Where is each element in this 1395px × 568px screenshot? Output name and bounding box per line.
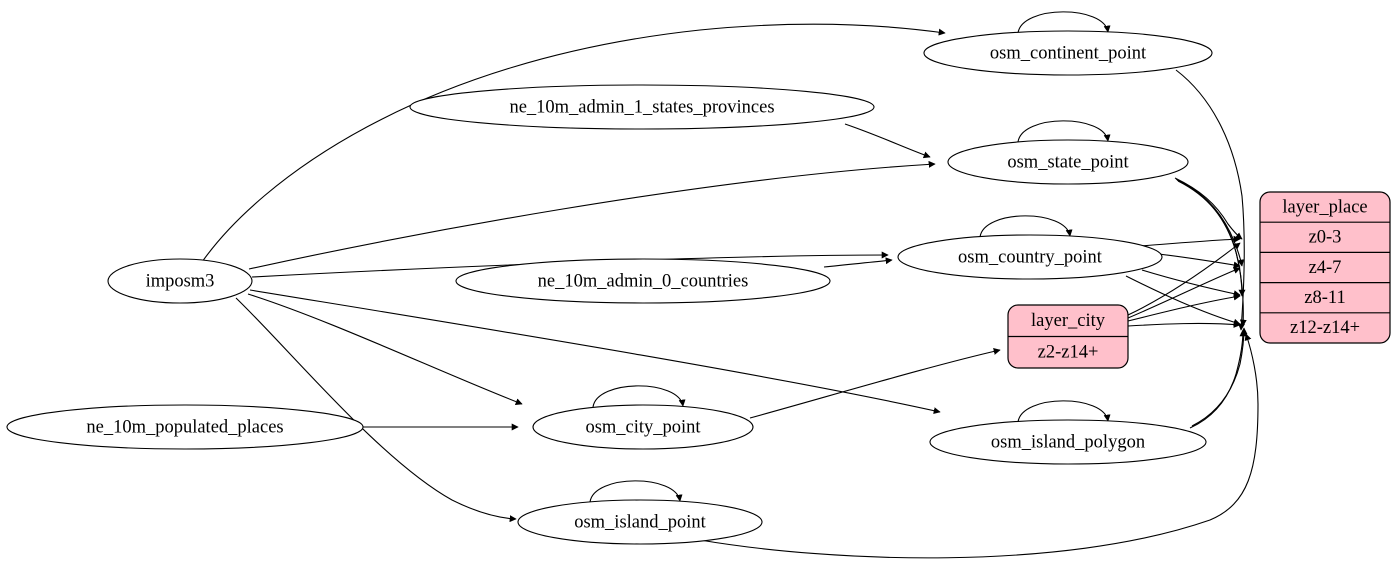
node-shape-osm_country_point: [897, 234, 1163, 280]
edge-osm_continent_point-to-layer_place: [1175, 69, 1245, 331]
record-row-layer_place-z8-11[interactable]: z8-11: [1304, 288, 1345, 308]
node-label-osm_city_point: osm_city_point: [585, 417, 701, 437]
node-shape-osm_island_point: [517, 499, 763, 545]
record-nodes-layer: layer_place z0-3 z4-7 z8-11 z12-z14+ layer_ci…: [1007, 191, 1391, 369]
node-shape-ne_10m_admin_1_states_provinces: [409, 84, 875, 130]
record-row-layer_place-z4-7[interactable]: z4-7: [1309, 258, 1342, 278]
node-osm_island_polygon[interactable]: osm_island_polygon: [929, 419, 1207, 465]
node-label-ne_10m_populated_places: ne_10m_populated_places: [86, 417, 283, 437]
edge-osm_island_point-to-layer_place: [699, 333, 1259, 559]
node-shape-osm_state_point: [947, 139, 1189, 185]
node-label-osm_state_point: osm_state_point: [1007, 152, 1129, 172]
edge-osm_city_point-to-layer_city: [749, 347, 1001, 419]
node-ne_10m_admin_1_states_provinces[interactable]: ne_10m_admin_1_states_provinces: [409, 84, 875, 130]
self-loop-edge-osm_island_point: [589, 480, 683, 503]
edge-imposm3-to-osm_island_point: [235, 297, 517, 523]
edge-osm_state_point-to-layer_place: [1177, 180, 1247, 327]
edge-imposm3-to-osm_island_polygon: [249, 289, 941, 415]
self-loop-edge-osm_island_polygon: [1017, 400, 1111, 423]
record-node-layer_place[interactable]: layer_place z0-3 z4-7 z8-11 z12-z14+: [1259, 191, 1391, 344]
record-row-layer_city-z2-z14+[interactable]: z2-z14+: [1038, 343, 1099, 363]
record-row-layer_place-z12-z14+[interactable]: z12-z14+: [1290, 318, 1360, 338]
record-row-layer_place-z0-3[interactable]: z0-3: [1309, 228, 1342, 248]
node-label-osm_continent_point: osm_continent_point: [990, 43, 1147, 63]
record-header-layer_place: layer_place: [1282, 197, 1367, 217]
node-label-osm_island_point: osm_island_point: [574, 512, 706, 532]
node-osm_continent_point[interactable]: osm_continent_point: [923, 30, 1213, 76]
record-node-layer_city[interactable]: layer_city z2-z14+: [1007, 304, 1129, 369]
edge-layer_city-to-layer_place: [1127, 267, 1241, 319]
node-ne_10m_admin_0_countries[interactable]: ne_10m_admin_0_countries: [455, 258, 831, 304]
edge-osm_country_point-to-layer_place: [1141, 269, 1241, 298]
node-osm_city_point[interactable]: osm_city_point: [532, 404, 754, 450]
record-header-layer_city: layer_city: [1031, 311, 1106, 331]
node-shape-osm_city_point: [532, 404, 754, 450]
node-shape-ne_10m_admin_0_countries: [455, 258, 831, 304]
node-label-osm_country_point: osm_country_point: [958, 247, 1103, 267]
edge-imposm3-to-osm_city_point: [247, 293, 523, 405]
self-loop-edges-layer: [589, 11, 1111, 503]
node-shape-ne_10m_populated_places: [6, 404, 364, 450]
node-label-ne_10m_admin_1_states_provinces: ne_10m_admin_1_states_provinces: [509, 97, 774, 117]
edges-layer: [201, 23, 1259, 559]
node-shape-osm_continent_point: [923, 30, 1213, 76]
edge-layer_city-to-layer_place: [1127, 320, 1241, 328]
node-label-imposm3: imposm3: [146, 271, 215, 291]
node-label-osm_island_polygon: osm_island_polygon: [991, 432, 1145, 452]
edge-ne_10m_admin_0_countries-to-osm_country_point: [823, 257, 893, 268]
edge-osm_island_polygon-to-layer_place: [1191, 327, 1248, 427]
self-loop-edge-osm_state_point: [1017, 120, 1111, 143]
edge-imposm3-to-osm_continent_point: [201, 23, 946, 263]
edge-layer_city-to-layer_place: [1127, 293, 1241, 322]
self-loop-edge-osm_city_point: [592, 385, 686, 408]
record-box-layer_place: [1259, 191, 1391, 344]
node-label-ne_10m_admin_0_countries: ne_10m_admin_0_countries: [538, 271, 749, 291]
node-ne_10m_populated_places[interactable]: ne_10m_populated_places: [6, 404, 364, 450]
edge-osm_country_point-to-layer_place: [1139, 235, 1241, 247]
nodes-layer: imposm3 ne_10m_admin_1_states_provincesne…: [6, 30, 1213, 545]
node-shape-osm_island_polygon: [929, 419, 1207, 465]
self-loop-edge-osm_continent_point: [1017, 11, 1111, 34]
node-osm_country_point[interactable]: osm_country_point: [897, 234, 1163, 280]
edge-osm_island_polygon-to-layer_place: [1189, 329, 1247, 429]
edge-osm_country_point-to-layer_place: [1125, 275, 1241, 326]
edge-imposm3-to-osm_state_point: [248, 160, 936, 270]
edge-osm_state_point-to-layer_place: [1174, 177, 1243, 240]
node-shape-imposm3: [107, 258, 253, 304]
node-osm_island_point[interactable]: osm_island_point: [517, 499, 763, 545]
self-loop-edge-osm_country_point: [979, 215, 1073, 238]
edge-osm_country_point-to-layer_place: [1149, 252, 1241, 269]
node-osm_state_point[interactable]: osm_state_point: [947, 139, 1189, 185]
edge-osm_state_point-to-layer_place: [1175, 178, 1245, 267]
node-imposm3[interactable]: imposm3: [107, 258, 253, 304]
edge-layer_city-to-layer_place: [1127, 242, 1241, 316]
edge-ne_10m_admin_1_states_provinces-to-osm_state_point: [844, 123, 931, 159]
